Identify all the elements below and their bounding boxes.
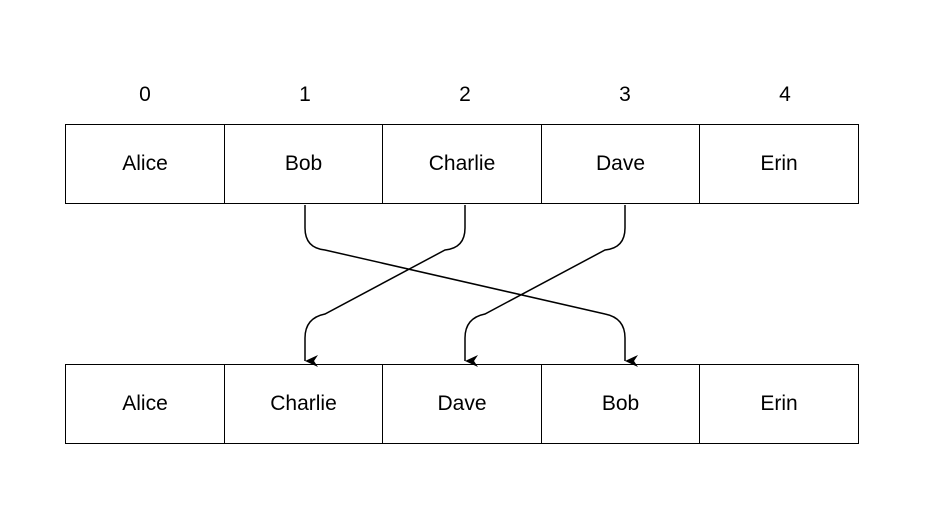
top-array-cell-1: Bob [223, 124, 384, 204]
index-label-4: 4 [779, 83, 791, 106]
top-array-cell-3: Dave [540, 124, 701, 204]
index-labels: 0 1 2 3 4 [65, 80, 865, 110]
top-array-cell-0: Alice [65, 124, 225, 204]
bottom-array-cell-2: Dave [382, 364, 542, 444]
move-arrow-3-to-2 [464, 205, 626, 367]
index-label-3: 3 [619, 83, 631, 106]
top-array-cell-4: Erin [699, 124, 859, 204]
index-label-1: 1 [299, 83, 311, 106]
bottom-array-cell-0: Alice [65, 364, 225, 444]
bottom-array-cell-4: Erin [699, 364, 859, 444]
top-array-cell-2: Charlie [382, 124, 542, 204]
index-label-0: 0 [139, 83, 151, 106]
move-arrow-1-to-3 [304, 205, 638, 367]
bottom-array: Alice Charlie Dave Bob Erin [65, 364, 865, 444]
move-arrow-2-to-1 [304, 205, 466, 367]
bottom-array-cell-3: Bob [540, 364, 701, 444]
bottom-array-cell-1: Charlie [223, 364, 384, 444]
top-array: Alice Bob Charlie Dave Erin [65, 124, 865, 204]
index-label-2: 2 [459, 83, 471, 106]
